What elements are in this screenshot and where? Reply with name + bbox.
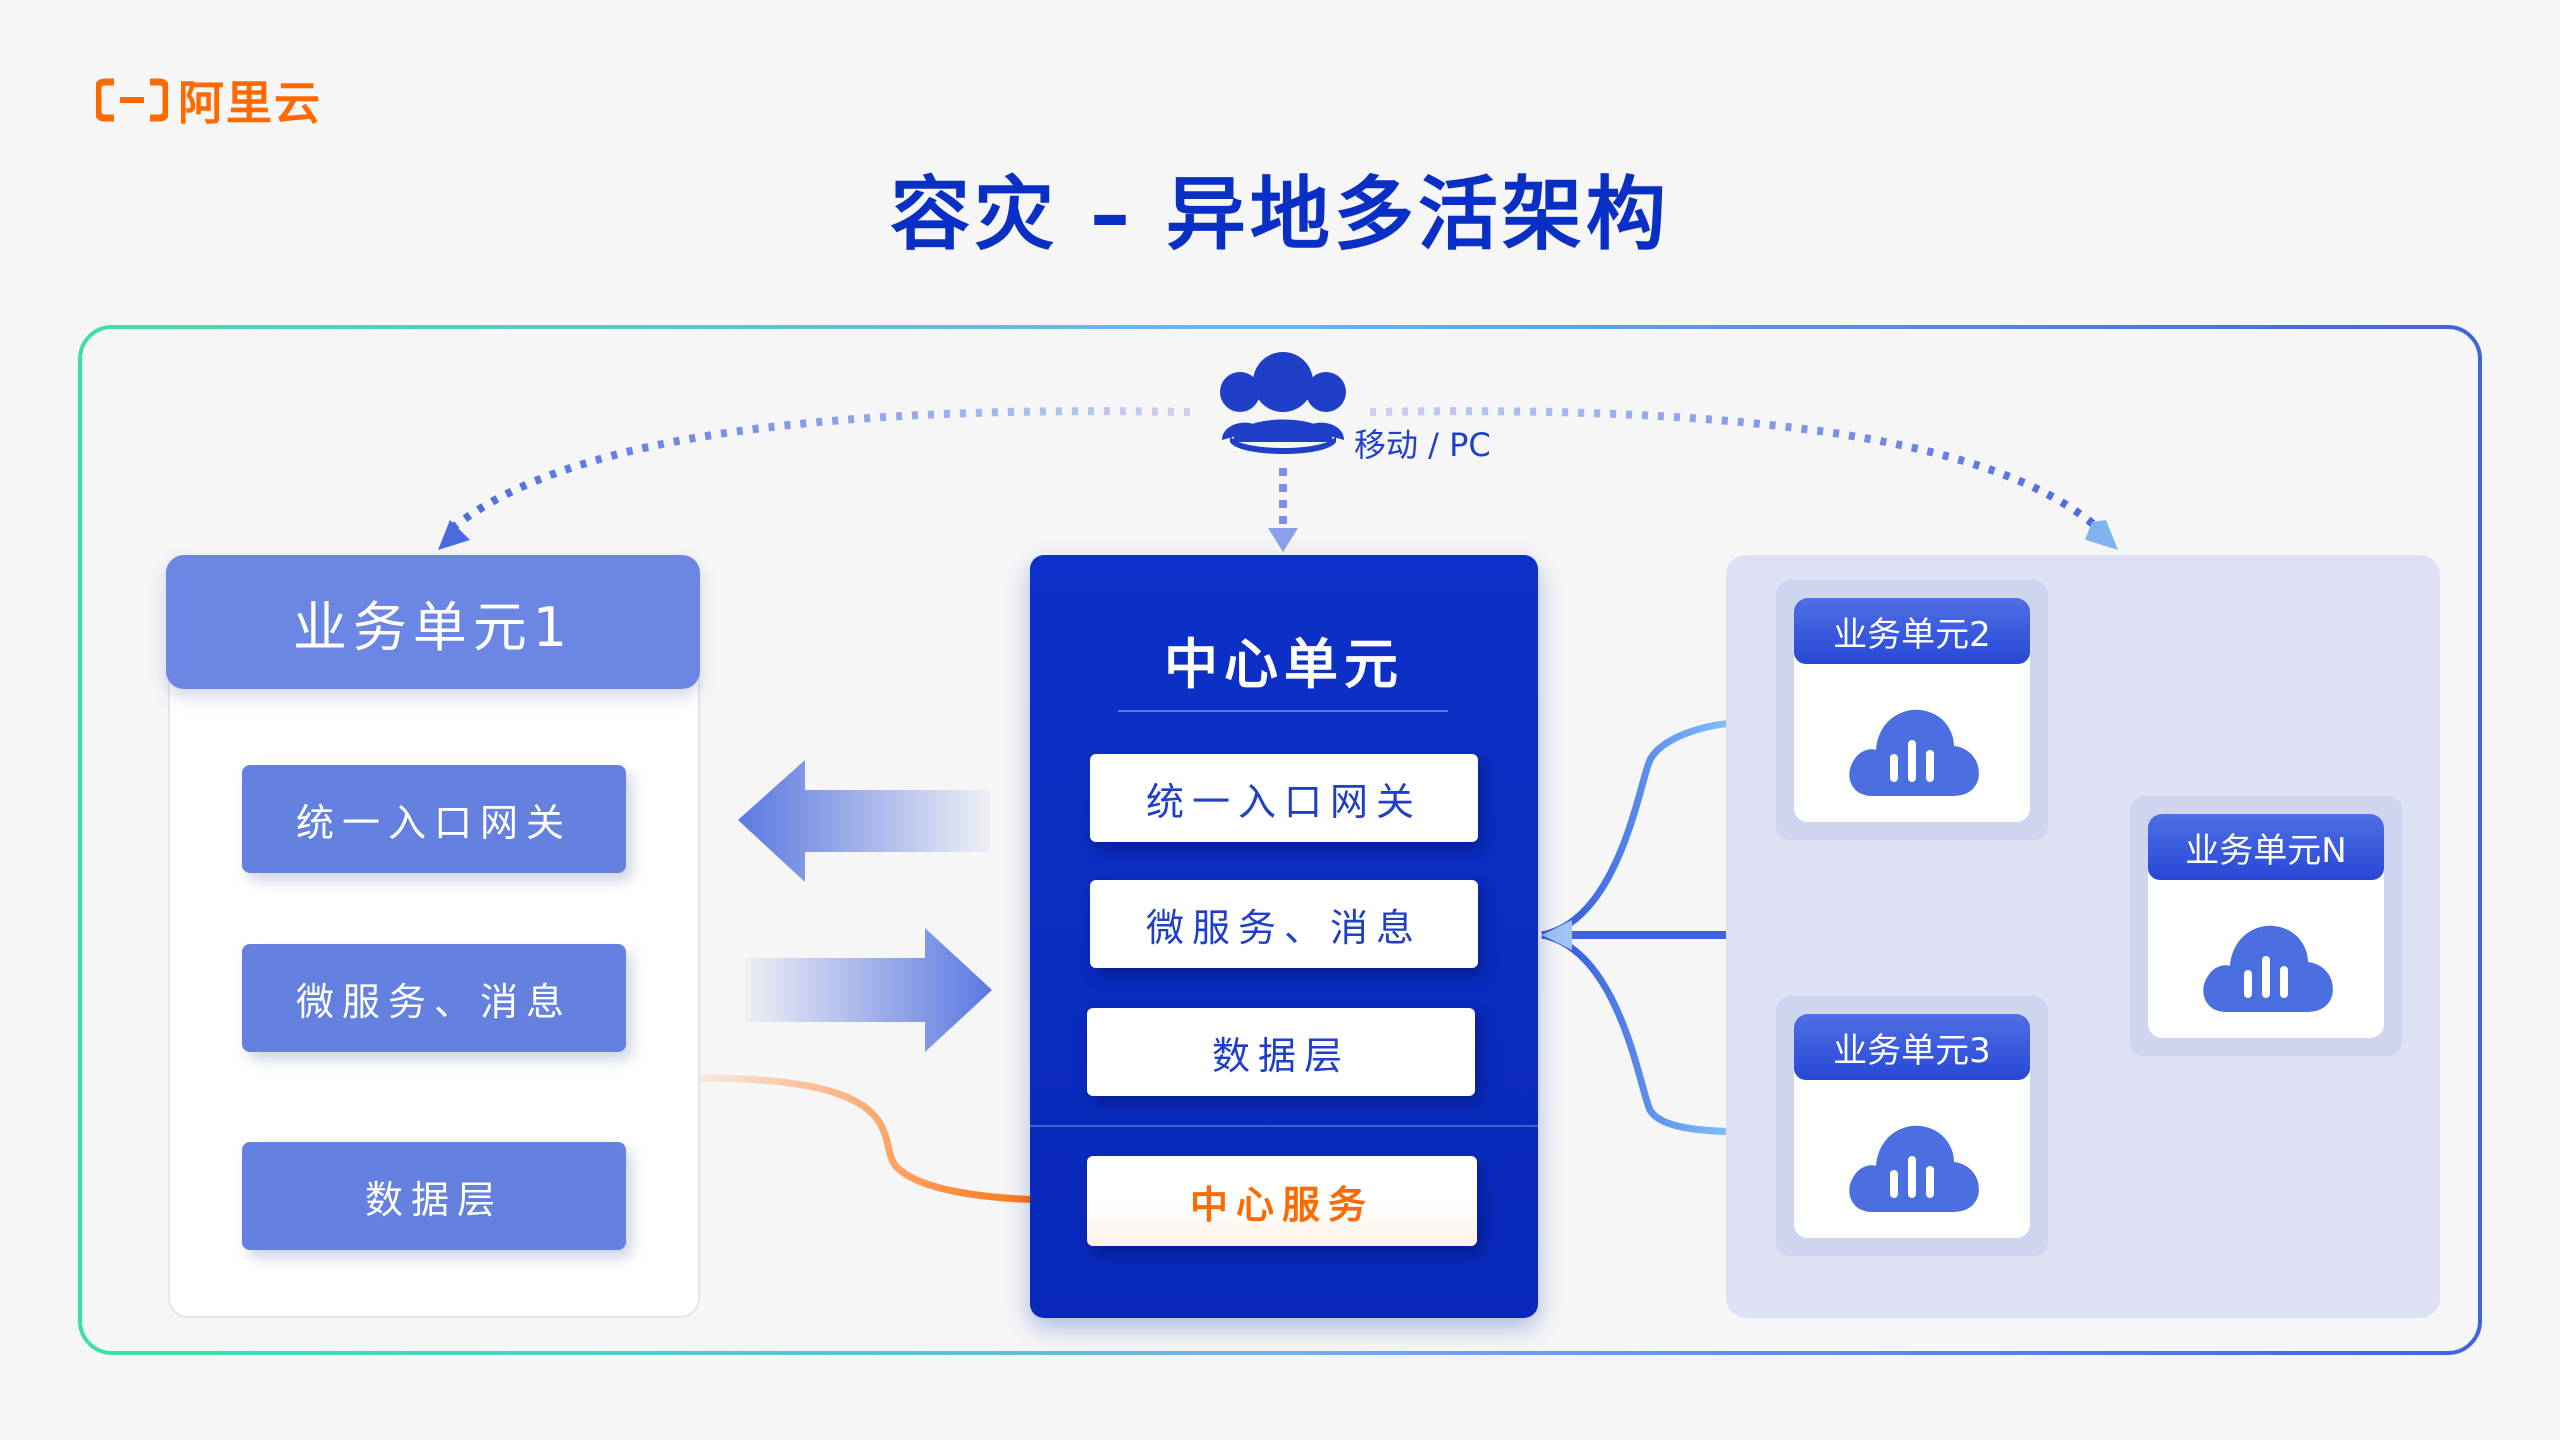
dotted-down-arrowhead <box>1268 528 1298 552</box>
center-service-connector <box>699 1074 1061 1204</box>
aliyun-logo: 阿里云 <box>96 72 322 130</box>
unit1-gateway: 统一入口网关 <box>242 765 626 873</box>
dotted-arc-right-arrowhead <box>2085 520 2118 550</box>
business-unit-3-title: 业务单元3 <box>1794 1014 2030 1080</box>
branch-to-unit3 <box>1541 931 1756 1136</box>
sync-arrow-right <box>745 928 992 1052</box>
unit1-microservices: 微服务、消息 <box>242 944 626 1052</box>
center-gateway: 统一入口网关 <box>1090 754 1478 842</box>
center-microservices: 微服务、消息 <box>1090 880 1478 968</box>
aliyun-logo-icon <box>96 78 168 122</box>
center-data-layer: 数据层 <box>1087 1008 1475 1096</box>
business-unit-1-title: 业务单元1 <box>166 555 700 689</box>
page-title: 容灾 – 异地多活架构 <box>890 168 1670 261</box>
users-label: 移动 / PC <box>1354 426 1491 464</box>
center-title-divider <box>1118 710 1448 712</box>
logo-text: 阿里云 <box>178 76 322 130</box>
dotted-arc-left <box>447 407 1191 534</box>
business-unit-3: 业务单元3 <box>1776 996 2048 1256</box>
branch-to-unit2 <box>1541 718 1756 939</box>
unit1-data-layer: 数据层 <box>242 1142 626 1250</box>
center-unit-title: 中心单元 <box>1164 633 1404 696</box>
business-unit-2-title: 业务单元2 <box>1794 598 2030 664</box>
business-unit-2: 业务单元2 <box>1776 580 2048 840</box>
dotted-arc-left-arrowhead <box>438 520 470 550</box>
sync-arrow-left <box>738 760 990 882</box>
business-unit-n-title: 业务单元N <box>2148 814 2384 880</box>
center-section-divider <box>1030 1125 1538 1127</box>
users-icon <box>1220 352 1346 454</box>
cloud-chart-icon <box>1849 1125 1979 1212</box>
branch-center-arrowhead <box>1542 920 1572 950</box>
center-service: 中心服务 <box>1087 1156 1477 1246</box>
cloud-chart-icon <box>1849 709 1979 796</box>
cloud-chart-icon <box>2203 925 2333 1012</box>
business-unit-n: 业务单元N <box>2130 796 2402 1056</box>
